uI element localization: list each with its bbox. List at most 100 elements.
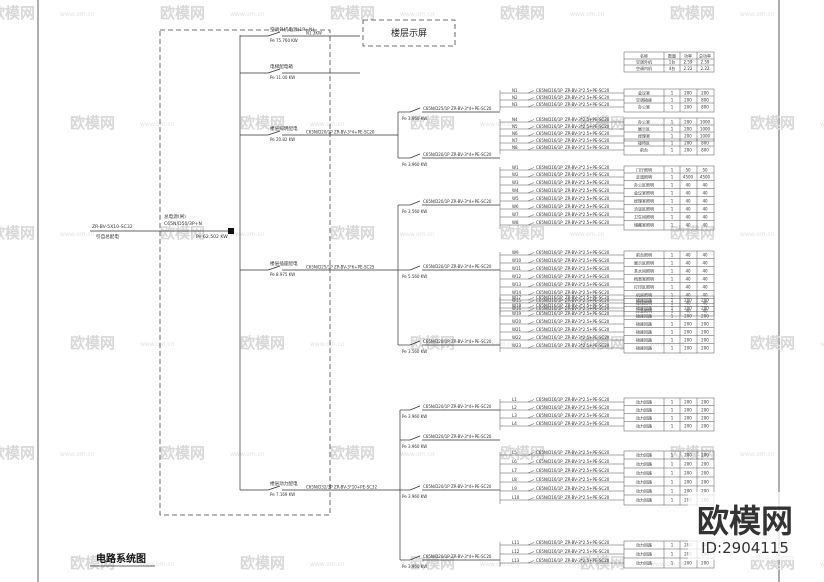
load-power: 200 [684, 424, 692, 429]
circuit-breaker-model: C65N/D16/1P [536, 477, 563, 482]
circuit-breaker [527, 313, 535, 317]
breaker-switch [409, 435, 421, 441]
load-name: 前台 [640, 147, 648, 153]
feeder-power: Pe 75.760 KW [270, 38, 298, 43]
load-name: 动力回路 [636, 415, 652, 421]
load-name: 动力回路 [636, 452, 652, 458]
load-name: 插座回路 [636, 345, 652, 351]
load-name: 储藏室照明 [634, 222, 654, 228]
load-power: 200 [684, 298, 692, 303]
circuit-id: N8 [512, 145, 518, 150]
circuit-breaker-model: C65N/D16/1P [536, 212, 563, 217]
load-total: 200 [701, 416, 709, 421]
circuit-breaker-model: C65N/D16/1P [536, 413, 563, 418]
diagram-title: 电路系统图 [96, 552, 146, 565]
watermark-brand: 欧模网 [240, 114, 285, 132]
feeder-cable: C65N/D25/1P ZR-BV-3*6+PE-SC25 [306, 265, 375, 270]
load-qty: 1 [671, 306, 674, 311]
circuit-breaker-model: C65N/D16/1P [536, 298, 563, 303]
breaker-switch [409, 265, 421, 271]
circuit-id: W13 [512, 282, 522, 287]
circuit-id: L7 [512, 468, 517, 473]
distribution-box-outline [159, 29, 331, 516]
load-qty: 1 [671, 471, 674, 476]
circuit-id: W7 [512, 212, 519, 217]
watermark-url: www.om.cn [230, 11, 265, 18]
circuit-breaker [527, 260, 535, 264]
load-name: 办公室 [638, 104, 650, 110]
circuit-id: W5 [512, 196, 519, 201]
watermark-brand: 欧模网 [670, 4, 715, 22]
load-power: 40 [685, 261, 691, 266]
watermark-brand: 欧模网 [580, 334, 625, 352]
load-qty: 1 [671, 552, 674, 557]
load-name: 动力回路 [636, 423, 652, 429]
circuit-breaker-model: C65N/D16/1P [536, 295, 563, 300]
watermark-url: www.om.cn [480, 341, 515, 348]
circuit-breaker-model: C65N/D16/1P [536, 124, 563, 129]
circuit-cable: ZR-BV-3*2.5+PE-SC20 [565, 495, 610, 500]
load-qty: 1 [671, 298, 674, 303]
load-qty: 1 [671, 498, 674, 503]
sub-feeder-cable: C65N/D20/1P ZR-BV-3*4+PE-SC20 [423, 554, 492, 559]
load-total: 200 [701, 424, 709, 429]
breaker-switch [409, 555, 421, 561]
circuit-id: N7 [512, 138, 518, 143]
load-power: 200 [684, 480, 692, 485]
circuit-breaker-model: C65N/D16/1P [536, 282, 563, 287]
circuit-cable: ZR-BV-3*2.5+PE-SC20 [565, 298, 610, 303]
circuit-breaker-model: C65N/D16/1P [536, 303, 563, 308]
load-qty: 1 [671, 338, 674, 343]
load-power: 40 [685, 199, 691, 204]
load-total: 1000 [700, 134, 711, 139]
load-name: 动力回路 [636, 560, 652, 566]
load-power: 40 [685, 215, 691, 220]
load-power: 40 [685, 253, 691, 258]
circuit-id: W21 [512, 327, 522, 332]
circuit-id: N3 [512, 102, 518, 107]
circuit-id: W23 [512, 343, 522, 348]
incoming-cable-label: ZR-BV-5X10-SC32 [92, 224, 133, 230]
load-power: 200 [684, 134, 692, 139]
load-name: 机房照明 [636, 292, 652, 298]
circuit-cable: ZR-BV-3*2.5+PE-SC20 [565, 335, 610, 340]
circuit-breaker-model: C65N/D16/1P [536, 335, 563, 340]
load-total: 1000 [700, 120, 711, 125]
circuit-cable: ZR-BV-3*2.5+PE-SC20 [565, 124, 610, 129]
circuit-id: W15 [512, 298, 522, 303]
circuit-cable: ZR-BV-3*2.5+PE-SC20 [565, 450, 610, 455]
circuit-id: W14 [512, 290, 522, 295]
load-qty: 1 [671, 199, 674, 204]
load-power: 200 [684, 400, 692, 405]
circuit-cable: ZR-BV-3*2.5+PE-SC20 [565, 212, 610, 217]
watermark-brand: 欧模网 [160, 224, 205, 242]
circuit-breaker-model: C65N/D16/1P [536, 220, 563, 225]
load-total: 40 [702, 301, 708, 306]
breaker-switch [409, 153, 421, 159]
load-total: 40 [702, 269, 708, 274]
circuit-cable: ZR-BV-3*2.5+PE-SC20 [565, 421, 610, 426]
load-qty: 1 [671, 346, 674, 351]
load-table [623, 165, 715, 231]
watermark-brand: 欧模网 [70, 554, 115, 572]
watermark-url: www.om.cn [570, 451, 605, 458]
watermark-brand: 欧模网 [240, 554, 285, 572]
load-qty: 1 [671, 191, 674, 196]
sub-feeder-cable: C65N/D20/1P ZR-BV-3*4+PE-SC20 [423, 199, 492, 204]
watermark-url: www.om.cn [400, 11, 435, 18]
circuit-id: L5 [512, 450, 517, 455]
feeder-power: Pe 20.82 KW [270, 137, 295, 142]
circuit-id: W22 [512, 335, 522, 340]
summary-row2-name: 空调内机 [636, 65, 652, 71]
load-qty: 1 [671, 489, 674, 494]
load-total: 200 [701, 471, 709, 476]
feeder-cable: C65N/D32/3P ZR-BV-3*10+PE-SC32 [306, 485, 377, 490]
watermark-brand: 欧模网 [0, 4, 35, 22]
